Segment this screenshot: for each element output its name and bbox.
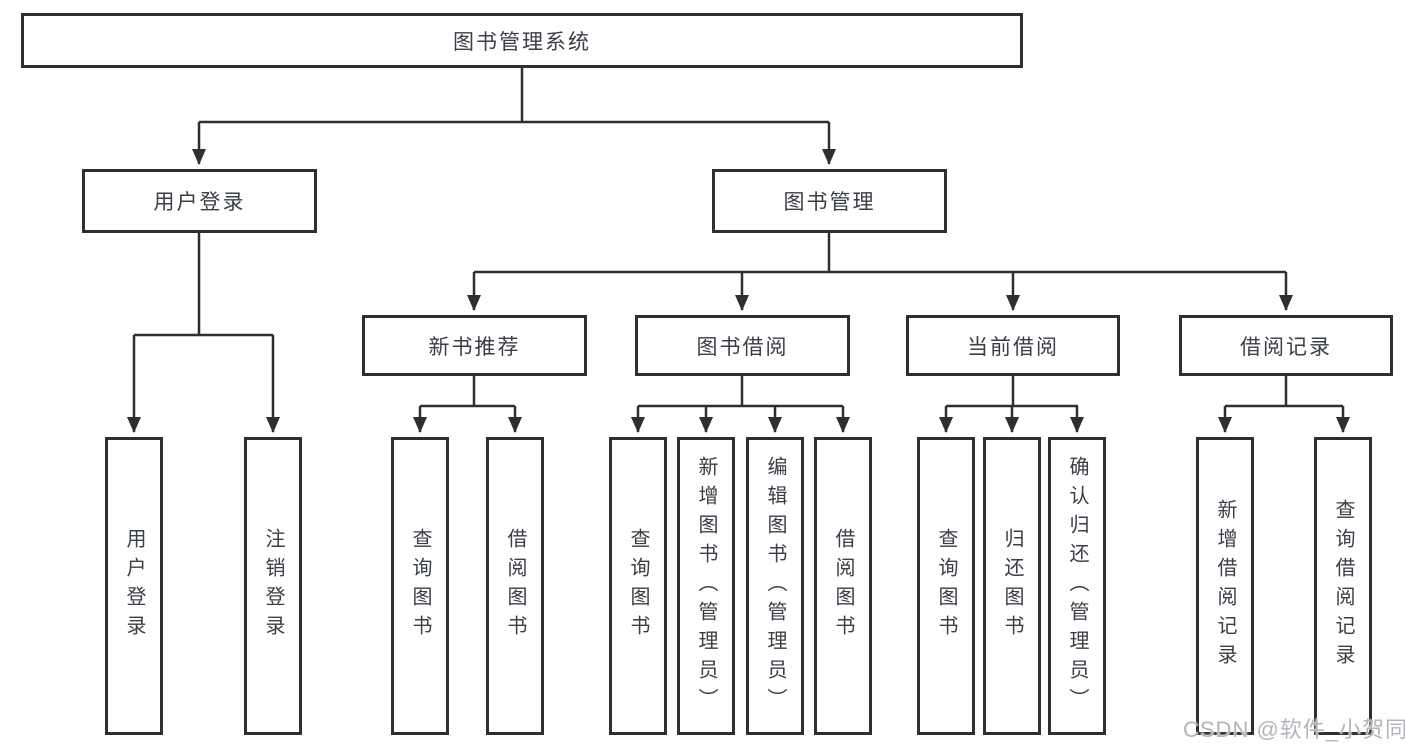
leaf-query-books-borrow: 查询图书: [609, 437, 667, 735]
leaf-borrow-books-recommend: 借阅图书: [486, 437, 544, 735]
csdn-watermark: CSDN @软件_小贺同学: [1183, 717, 1405, 742]
node-library-system: 图书管理系统: [21, 13, 1023, 68]
node-borrow-records: 借阅记录: [1179, 315, 1393, 376]
leaf-confirm-return-admin: 确认归还（管理员）: [1048, 437, 1106, 735]
leaf-edit-book-admin: 编辑图书（管理员）: [746, 437, 804, 735]
node-book-management: 图书管理: [712, 169, 947, 233]
node-book-borrow: 图书借阅: [635, 315, 850, 376]
leaf-query-books-recommend: 查询图书: [391, 437, 449, 735]
node-current-borrow: 当前借阅: [906, 315, 1120, 376]
leaf-borrow-books: 借阅图书: [814, 437, 872, 735]
node-new-book-recommend: 新书推荐: [362, 315, 587, 376]
leaf-add-borrow-record: 新增借阅记录: [1196, 437, 1254, 735]
leaf-user-login: 用户登录: [105, 437, 163, 735]
leaf-return-book: 归还图书: [983, 437, 1041, 735]
node-user-login: 用户登录: [82, 169, 317, 233]
leaf-query-books-current: 查询图书: [917, 437, 975, 735]
leaf-query-borrow-record: 查询借阅记录: [1314, 437, 1372, 735]
leaf-add-book-admin: 新增图书（管理员）: [677, 437, 735, 735]
leaf-logout: 注销登录: [244, 437, 302, 735]
